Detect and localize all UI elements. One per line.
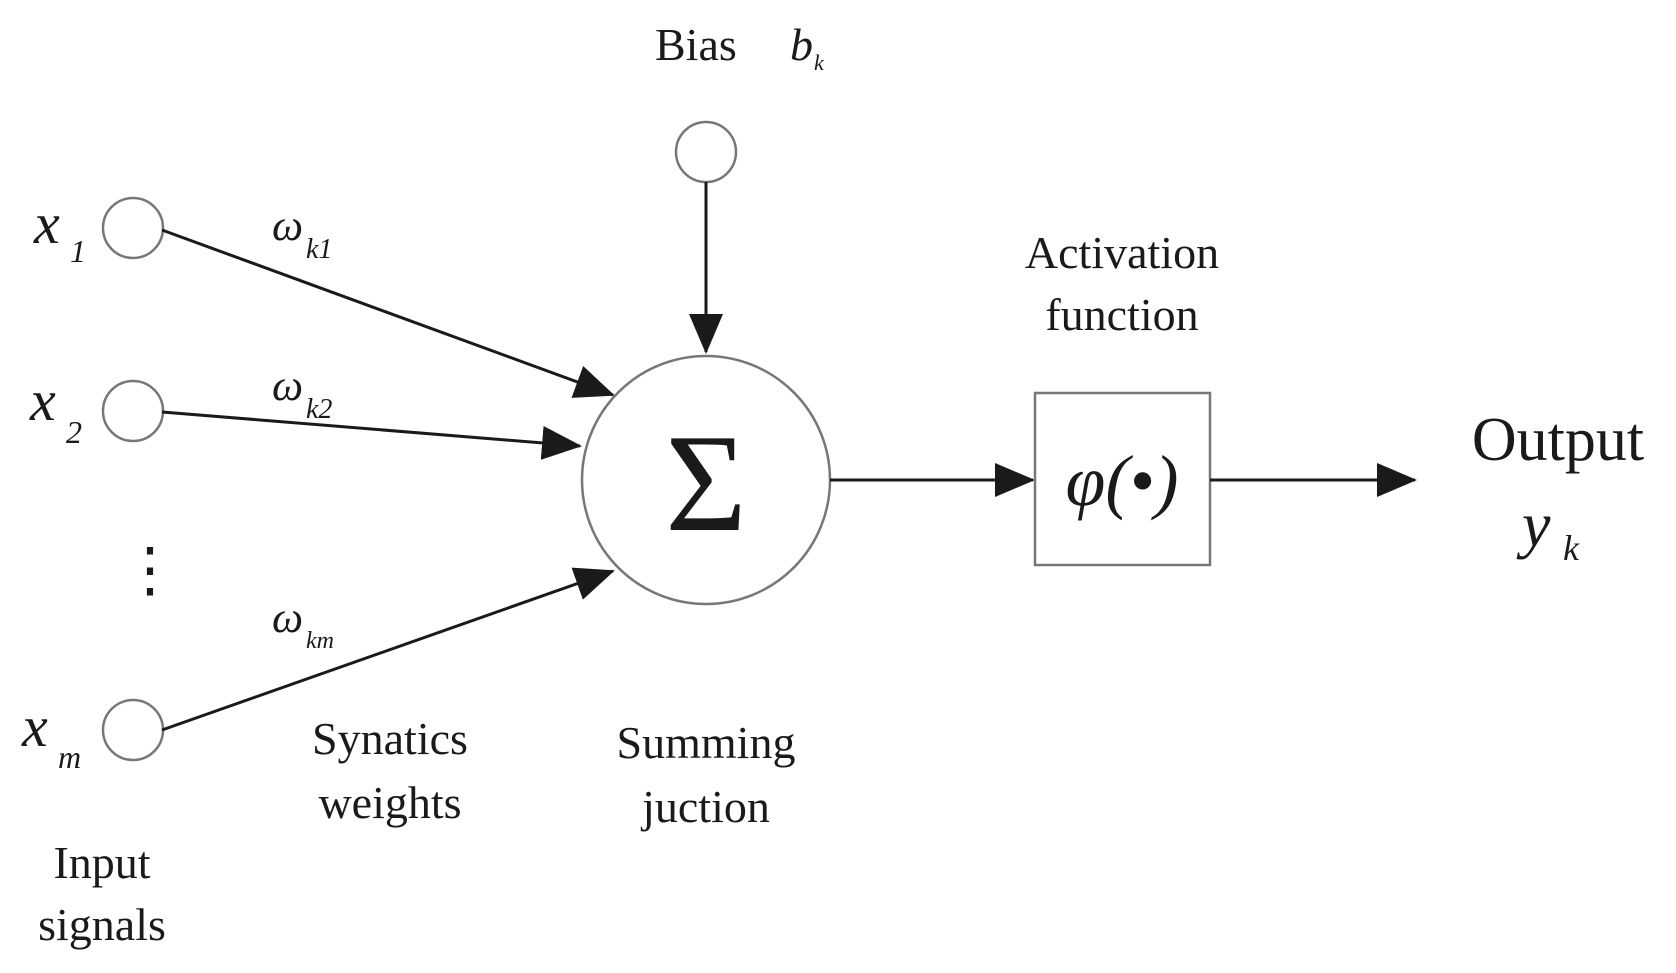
- inputs-caption-line2: signals: [38, 899, 166, 950]
- weight-subscript-2: k2: [306, 394, 332, 425]
- bias-label: Bias: [655, 19, 737, 70]
- weight-subscript-m: km: [306, 628, 334, 654]
- activation-symbol: φ(•): [1066, 441, 1179, 521]
- input-node-2: [101, 379, 165, 443]
- activation-label-line2: function: [1045, 289, 1198, 340]
- weight-symbol-m: ω: [272, 593, 303, 642]
- activation-label-line1: Activation: [1025, 227, 1219, 278]
- weight-arrow-1: [161, 228, 615, 398]
- input-node-m: [101, 698, 165, 762]
- bias-symbol: b: [790, 19, 813, 70]
- inputs-caption-line1: Input: [53, 837, 150, 888]
- bias-subscript: k: [814, 50, 825, 75]
- input-subscript-2: 2: [66, 414, 82, 450]
- output-symbol: y: [1516, 489, 1551, 560]
- weight-subscript-1: k1: [306, 234, 332, 265]
- weights-caption-line1: Synatics: [312, 713, 468, 764]
- weight-arrow-m: [161, 567, 615, 732]
- summing-caption-line2: juction: [640, 781, 770, 832]
- weight-symbol-2: ω: [272, 361, 303, 410]
- input-subscript-m: m: [58, 739, 81, 775]
- weight-symbol-1: ω: [272, 201, 303, 250]
- activation-function-box: [1033, 391, 1212, 567]
- input-symbol-1: x: [33, 191, 60, 256]
- weights-caption-line2: weights: [318, 777, 461, 828]
- weight-arrow-2: [161, 410, 582, 460]
- input-ellipsis: ⋮: [120, 537, 180, 603]
- summing-caption-line1: Summing: [617, 717, 796, 768]
- output-subscript: k: [1563, 528, 1580, 568]
- input-symbol-m: x: [21, 694, 48, 759]
- input-symbol-2: x: [29, 368, 56, 433]
- sigma-symbol: Σ: [665, 406, 746, 561]
- input-node-1: [101, 196, 165, 260]
- input-subscript-1: 1: [70, 233, 86, 269]
- output-label: Output: [1472, 406, 1644, 474]
- bias-node: [674, 120, 738, 184]
